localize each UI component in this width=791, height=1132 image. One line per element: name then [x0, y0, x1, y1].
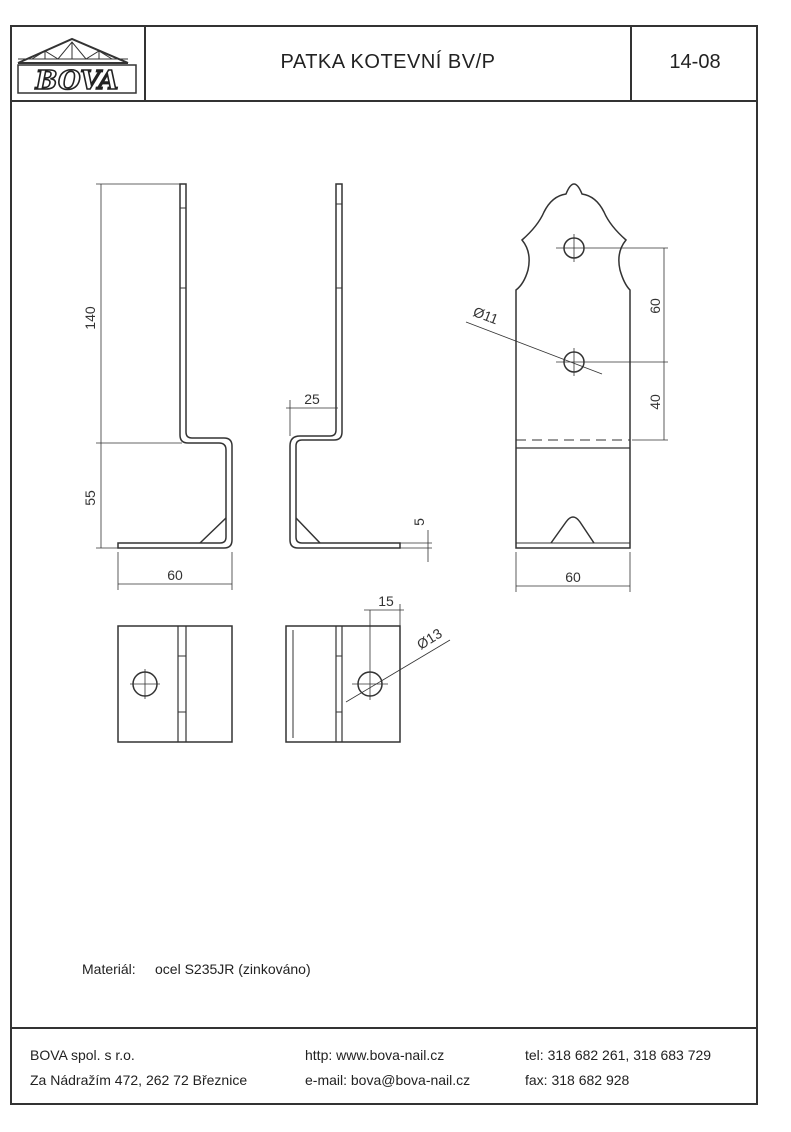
- dim-width-front: 60: [565, 569, 581, 585]
- drawing-sheet: [10, 25, 758, 1105]
- dim-hole-dia-large: Ø13: [414, 625, 445, 653]
- website-link[interactable]: http: www.bova-nail.cz: [305, 1047, 445, 1063]
- side-view-middle: [286, 183, 432, 562]
- drawing-title: PATKA KOTEVNÍ BV/P: [146, 25, 630, 102]
- dim-offset: 25: [304, 391, 320, 407]
- dim-hole-dia-small: Ø11: [471, 303, 501, 327]
- logo-cell: BOVA: [10, 25, 146, 102]
- bottom-view-left: [117, 625, 233, 743]
- footer-divider: [10, 1027, 758, 1029]
- fax-number: fax: 318 682 928: [525, 1072, 630, 1088]
- bottom-view-middle: [285, 604, 451, 743]
- dim-width-side: 60: [167, 567, 183, 583]
- side-view-left: [96, 183, 233, 590]
- email-link[interactable]: e-mail: bova@bova-nail.cz: [305, 1072, 471, 1088]
- dim-hole-offset: 15: [378, 593, 394, 609]
- dim-hole-spacing: 60: [647, 298, 663, 314]
- material-label: Materiál:: [82, 961, 136, 977]
- logo-text: BOVA: [35, 66, 119, 96]
- material-value: ocel S235JR (zinkováno): [155, 961, 311, 977]
- phone-numbers: tel: 318 682 261, 318 683 729: [525, 1047, 712, 1063]
- front-view: [465, 183, 668, 592]
- company-address: Za Nádražím 472, 262 72 Březnice: [30, 1072, 248, 1088]
- bova-logo: BOVA: [17, 37, 137, 97]
- dim-height-lower: 55: [82, 490, 98, 506]
- company-name: BOVA spol. s r.o.: [30, 1047, 135, 1063]
- sheet-number: 14-08: [630, 25, 758, 102]
- dim-height-upper: 140: [82, 306, 98, 330]
- dim-thickness: 5: [411, 518, 427, 526]
- dim-hole-to-bend: 40: [647, 394, 663, 410]
